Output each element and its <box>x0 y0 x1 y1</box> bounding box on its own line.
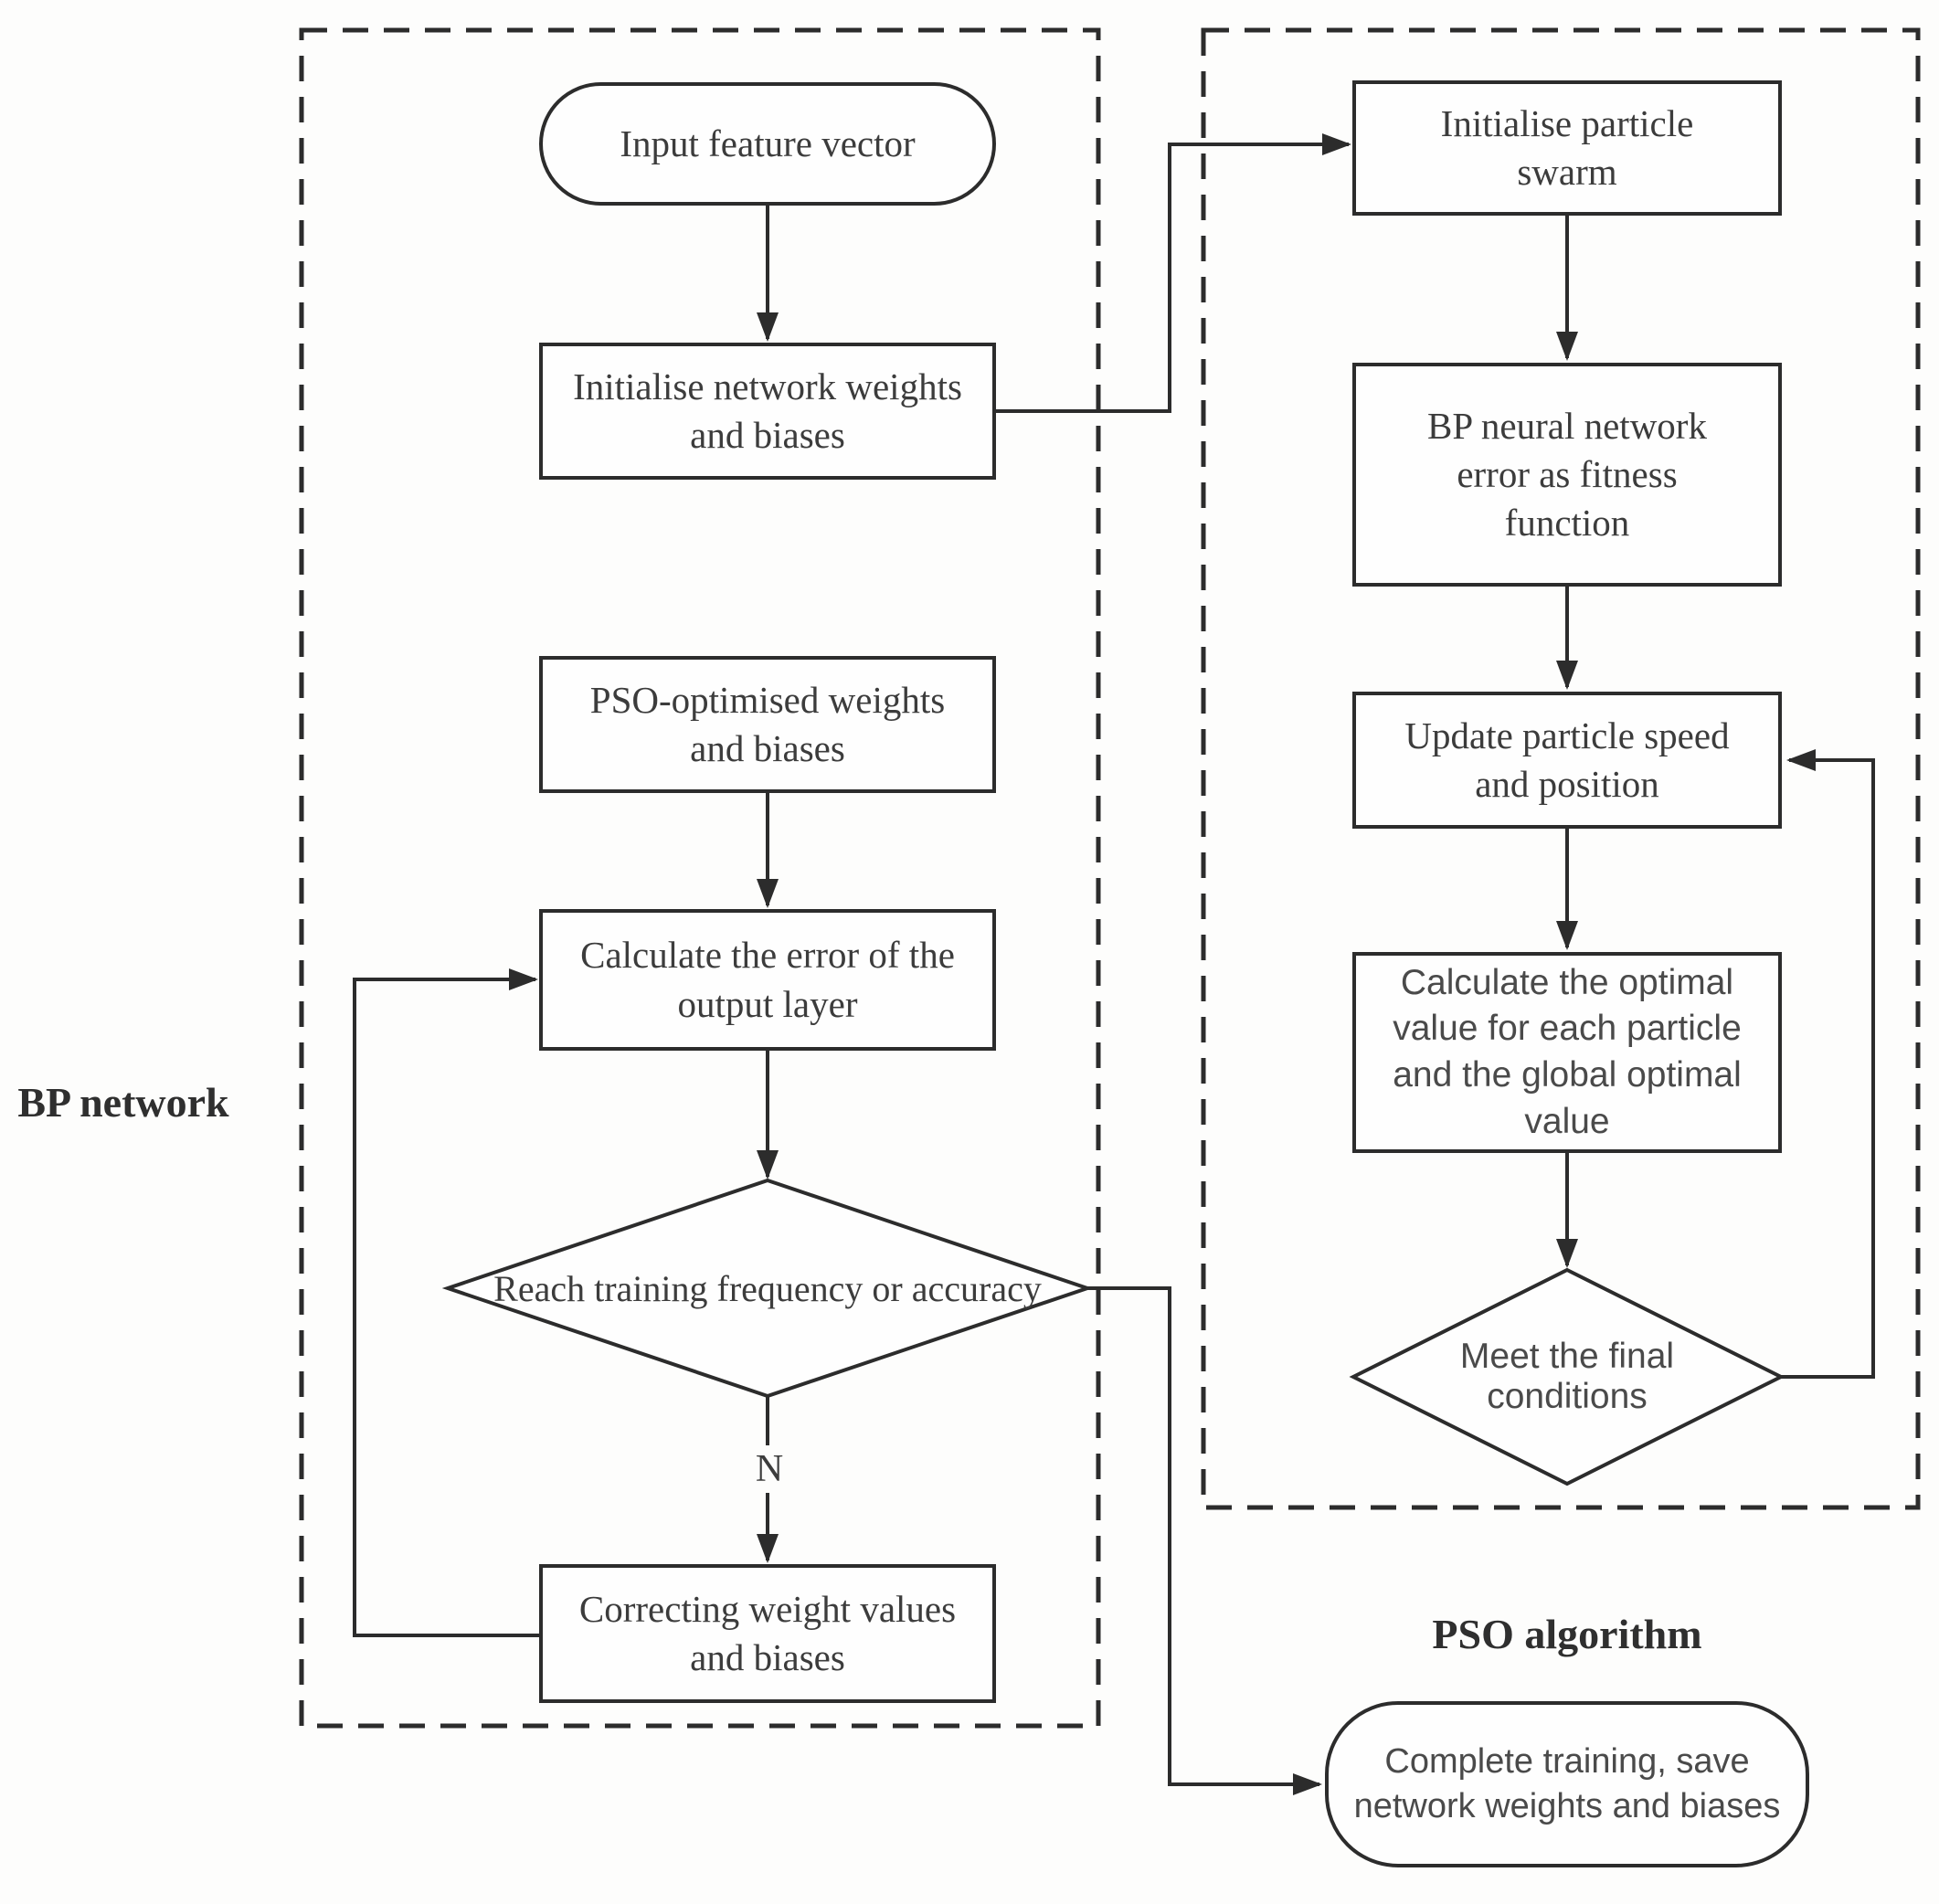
node-initialise-network-weights-label: Initialise network weights and biases <box>573 365 962 456</box>
node-calculate-optimal-value-label: Calculate the optimal value for each par… <box>1393 962 1742 1141</box>
edge-meetfinal-feedback-to-update <box>1781 749 1875 1379</box>
node-calculate-output-error-label: Calculate the error of the output layer <box>580 934 955 1025</box>
node-initialise-particle-swarm: Initialise particle swarm <box>1352 80 1782 216</box>
node-correcting-weight-values: Correcting weight values and biases <box>539 1564 996 1703</box>
edge-decision-to-complete <box>1087 1286 1322 1795</box>
decision-diamond-meet-final <box>1349 1267 1785 1486</box>
node-complete-training-label: Complete training, save network weights … <box>1353 1741 1781 1825</box>
node-input-feature-vector-label: Input feature vector <box>620 122 916 164</box>
decision-reach-training-label: Reach training frequency or accuracy <box>493 1267 1042 1309</box>
edge-correcting-feedback-to-calcerror <box>353 968 539 1637</box>
pso-algorithm-label-text: PSO algorithm <box>1432 1611 1702 1657</box>
bp-network-dashed-region <box>299 27 1101 1729</box>
node-input-feature-vector: Input feature vector <box>539 82 996 206</box>
branch-label-n-text: N <box>755 1448 784 1490</box>
node-bp-error-fitness-label: BP neural network error as fitness funct… <box>1427 404 1707 545</box>
node-update-particle-speed: Update particle speed and position <box>1352 692 1782 829</box>
node-calculate-optimal-value: Calculate the optimal value for each par… <box>1352 952 1782 1153</box>
decision-meet-final-label-wrap: Meet the final conditions <box>1430 1322 1704 1432</box>
decision-reach-training-label-wrap: Reach training frequency or accuracy <box>429 1261 1106 1316</box>
node-pso-optimised-weights: PSO-optimised weights and biases <box>539 656 996 793</box>
node-complete-training: Complete training, save network weights … <box>1325 1701 1809 1867</box>
node-calculate-output-error: Calculate the error of the output layer <box>539 909 996 1051</box>
bp-network-label: BP network <box>9 1078 238 1127</box>
node-pso-optimised-weights-label: PSO-optimised weights and biases <box>589 678 946 769</box>
node-initialise-particle-swarm-label: Initialise particle swarm <box>1440 101 1694 193</box>
node-bp-error-fitness: BP neural network error as fitness funct… <box>1352 363 1782 587</box>
decision-diamond-reach-training <box>441 1178 1094 1399</box>
edge-initweights-to-swarm <box>996 133 1351 413</box>
decision-meet-final-label: Meet the final conditions <box>1459 1337 1675 1416</box>
pso-algorithm-dashed-region <box>1201 27 1921 1510</box>
bp-network-label-text: BP network <box>17 1079 229 1126</box>
pso-algorithm-label: PSO algorithm <box>1430 1610 1704 1658</box>
branch-label-n: N <box>736 1445 802 1493</box>
node-correcting-weight-values-label: Correcting weight values and biases <box>578 1587 957 1678</box>
node-initialise-network-weights: Initialise network weights and biases <box>539 343 996 480</box>
node-update-particle-speed-label: Update particle speed and position <box>1404 714 1730 805</box>
